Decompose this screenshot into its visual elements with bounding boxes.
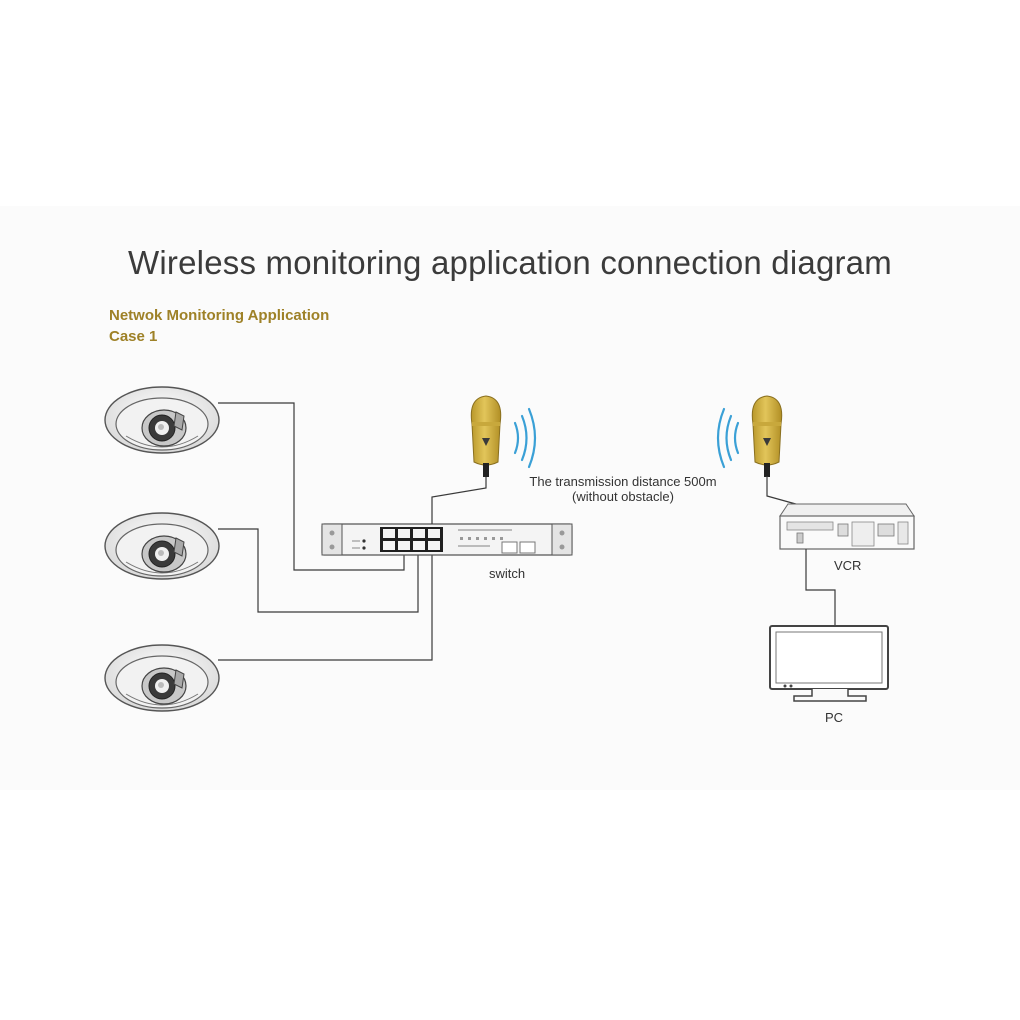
monitor-icon (769, 625, 889, 702)
subtitle-line-2: Case 1 (109, 328, 158, 345)
bridge-cable-right (766, 476, 804, 507)
signal-wave-icon (513, 407, 537, 469)
dome-camera-icon (104, 386, 220, 454)
camera-cables (218, 402, 433, 661)
signal-wave-icon (716, 407, 740, 469)
pc-label: PC (825, 710, 844, 725)
bridge-cable-left (431, 470, 487, 524)
distance-line-2: (without obstacle) (572, 489, 674, 504)
network-switch-icon (321, 523, 573, 556)
application-subtitle: Netwok Monitoring Application Case 1 (109, 305, 329, 347)
dome-camera-icon (104, 512, 220, 580)
subtitle-line-1: Netwok Monitoring Application (109, 307, 330, 324)
wifi-bridge-icon (751, 395, 783, 478)
vcr-icon (779, 503, 915, 550)
switch-label: switch (489, 566, 526, 581)
pc-cable (805, 549, 836, 626)
diagram-title: Wireless monitoring application connecti… (128, 244, 892, 281)
vcr-label: VCR (834, 558, 862, 573)
distance-line-1: The transmission distance 500m (529, 474, 717, 489)
wifi-bridge-icon (470, 395, 502, 478)
dome-camera-icon (104, 644, 220, 712)
transmission-distance-label: The transmission distance 500m (without … (508, 474, 738, 504)
